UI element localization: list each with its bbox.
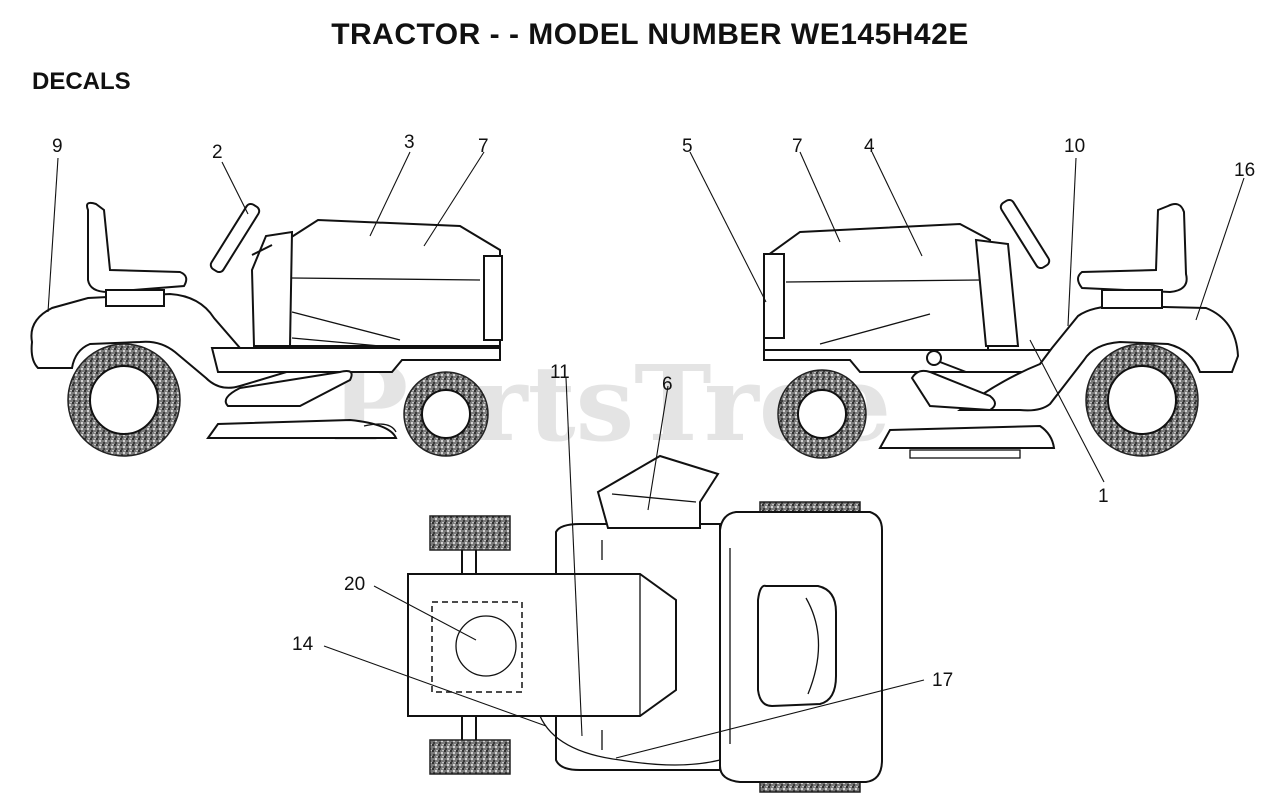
callout-1: 1 [1098, 486, 1109, 507]
callout-20: 20 [344, 574, 365, 595]
tractor-left-side-view [30, 201, 503, 457]
callout-5: 5 [682, 136, 693, 157]
callout-2: 2 [212, 142, 223, 163]
callout-4: 4 [864, 136, 875, 157]
callout-labels: 9 2 3 7 5 7 4 10 16 1 11 6 20 14 17 [52, 132, 1255, 691]
callout-14: 14 [292, 634, 314, 655]
leader-lines [47, 151, 1245, 759]
callout-9: 9 [52, 136, 63, 157]
callout-10: 10 [1064, 136, 1085, 157]
callout-6: 6 [662, 374, 673, 395]
callout-7-right: 7 [792, 136, 803, 157]
callout-17: 17 [932, 670, 953, 691]
callout-3: 3 [404, 132, 415, 153]
section-heading: DECALS [32, 68, 131, 95]
page-title: TRACTOR - - MODEL NUMBER WE145H42E [331, 18, 969, 51]
tractor-right-side-view [763, 198, 1240, 459]
callout-16: 16 [1234, 160, 1255, 181]
callout-7-left: 7 [478, 136, 489, 157]
tractor-top-view [407, 454, 883, 793]
callout-11: 11 [550, 362, 570, 383]
